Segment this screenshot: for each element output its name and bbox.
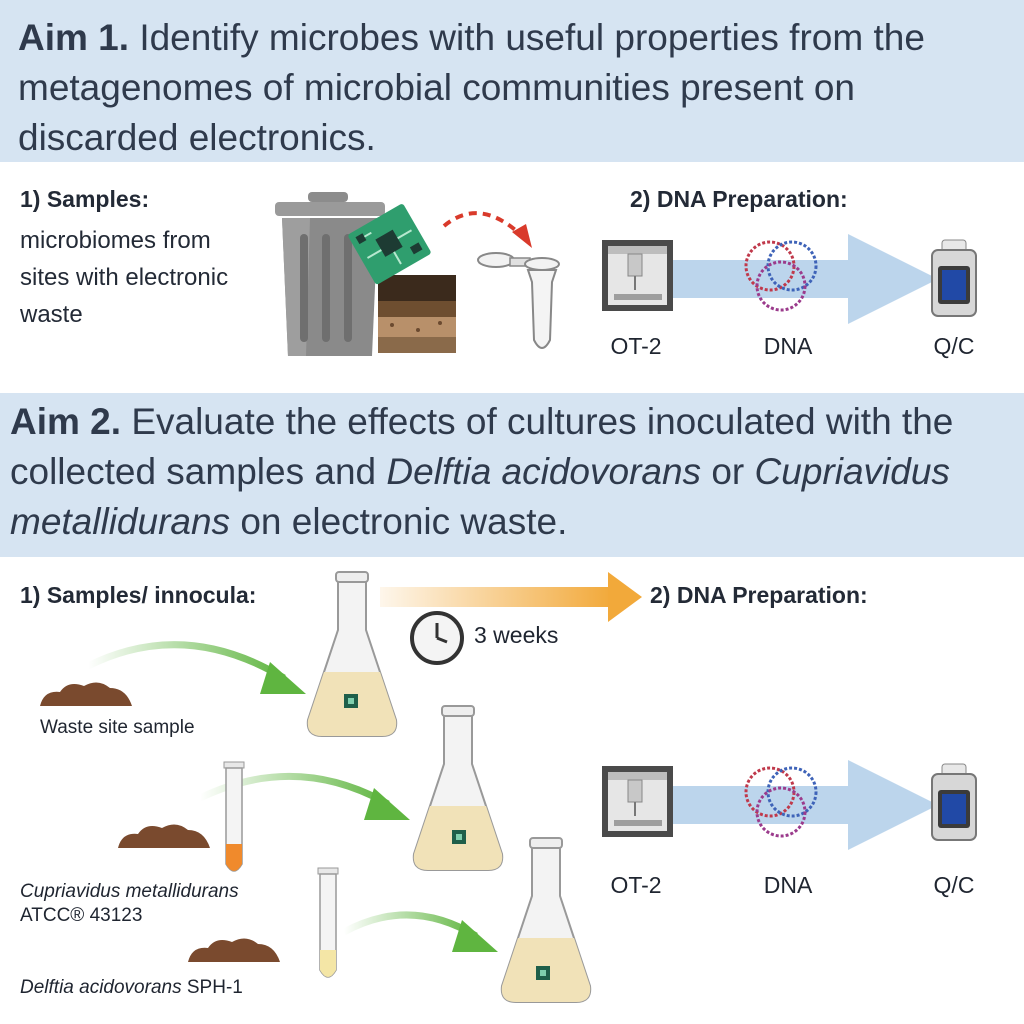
flask-icon [500,837,592,1003]
microtube-icon [477,252,560,349]
aim2-organism-1: Delftia acidovorans [386,451,702,492]
qc-device-icon [931,239,977,317]
aim2-dna-header: 2) DNA Preparation: [650,582,868,608]
aim2-band [0,393,1024,557]
aim2-label-qc: Q/C [933,872,975,898]
soil-pile-icon [188,938,280,962]
aim2-label-dna: DNA [763,872,813,898]
soil-pile-icon [40,682,132,706]
aim2-samples-header: 1) Samples/ innocula: [20,582,257,608]
sample-3-label: Delftia acidovorans SPH-1 [20,976,243,1000]
ot2-robot-icon [602,766,673,837]
aim1-label-ot2: OT-2 [610,333,662,359]
aim2-description-1: Evaluate the effects of cultures inocula… [10,401,954,492]
sample-2-label: Cupriavidus metallidurans ATCC® 43123 [20,880,239,928]
soil-pile-icon [118,824,210,848]
aim1-title: Aim 1. [18,17,130,58]
aim2-label-ot2: OT-2 [610,872,662,898]
sample-3-id: SPH-1 [186,977,243,998]
aim2-description-3: on electronic waste. [240,501,568,542]
aim2-organism-2: Cupriavidus metallidurans [10,451,950,542]
inoculation-arrow [198,772,410,820]
sample-1-label: Waste site sample [40,717,195,738]
aim1-description: Identify microbes with useful properties… [18,17,925,158]
sample-3-name: Delftia acidovorans [20,977,182,998]
sample-2-name: Cupriavidus metallidurans [20,881,239,902]
aim1-label-qc: Q/C [933,333,975,359]
flask-icon [412,705,504,871]
ot2-robot-icon [602,240,673,311]
aim1-label-dna: DNA [763,333,813,359]
flask-icon [306,571,398,737]
dna-plasmid-icon [744,766,818,838]
inoculation-arrow [86,641,306,694]
sample-2-id: ATCC® 43123 [20,905,143,926]
aim1-text: Aim 1. Identify microbes with useful pro… [18,13,1018,163]
qc-device-icon [931,763,977,841]
circuit-board-icon [348,204,431,285]
aim1-band [0,0,1024,162]
aim2-description-2: or [711,451,745,492]
aim1-samples-header: 1) Samples: [20,186,150,212]
soil-icon [378,275,456,353]
incubation-arrow [380,572,642,622]
aim1-dna-header: 2) DNA Preparation: [630,186,848,212]
test-tube-icon [223,761,245,872]
clock-icon [410,611,464,665]
aim1-samples-description: microbiomes from sites with electronic w… [20,227,229,328]
aim2-text: Aim 2. Evaluate the effects of cultures … [10,397,1015,547]
dna-plasmid-icon [744,240,818,312]
transfer-arrow [442,211,532,248]
aim2-title: Aim 2. [10,401,122,442]
duration-label: 3 weeks [474,622,559,648]
trash-can-icon [275,192,385,356]
inoculation-arrow [342,911,498,952]
test-tube-icon [317,867,339,978]
